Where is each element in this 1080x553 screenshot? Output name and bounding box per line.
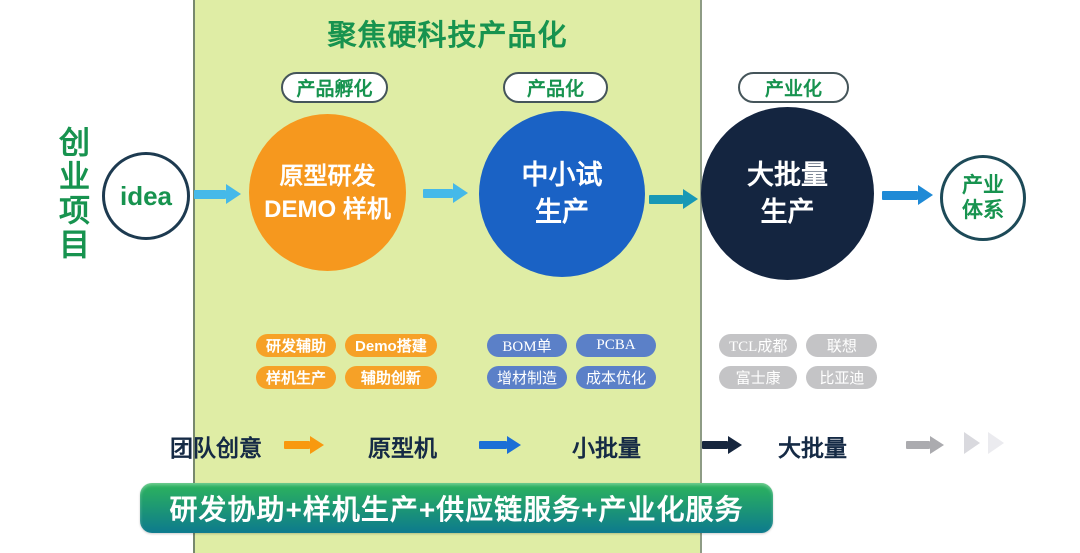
arrow-shaft [194,189,226,199]
startup-project-label: 创业项目 [54,126,89,262]
chevron-right-icon [988,432,1004,454]
arrow-shaft [882,190,918,200]
tag-group-industrialization: TCL成都 联想 富士康 比亚迪 [719,334,878,389]
arrow-shaft [906,441,930,449]
arrow-shaft [702,441,728,449]
arrow-idea-to-prototype-icon [194,184,241,204]
services-banner: 研发协助+样机生产+供应链服务+产业化服务 [140,483,773,533]
circle-prototype-development: 原型研发 DEMO 样机 [249,114,406,271]
industry-system-line: 体系 [962,199,1004,222]
flow-arrow-navy-icon [702,436,742,454]
circle-line: 生产 [760,196,815,227]
arrow-head [453,183,468,203]
stage-pill-productization: 产品化 [503,72,608,103]
focus-panel [193,0,702,553]
arrow-mass-to-industry-icon [882,185,933,205]
tag: Demo搭建 [345,334,437,357]
circle-line: 中小试 [521,160,603,190]
flow-fade-chevrons [964,432,1004,454]
arrow-head [683,189,698,209]
tag: 样机生产 [256,366,337,389]
arrow-head [728,436,742,454]
idea-circle: idea [102,152,190,240]
arrow-shaft [284,441,310,449]
tag: 比亚迪 [806,366,878,389]
tag: PCBA [576,334,657,357]
tag: 增材制造 [487,366,568,389]
tag: 辅助创新 [345,366,437,389]
industry-system-circle: 产业 体系 [940,155,1026,241]
panel-title: 聚焦硬科技产品化 [327,20,568,52]
tag: TCL成都 [719,334,798,357]
arrow-head [507,436,521,454]
stage-pill-product-incubation: 产品孵化 [281,72,388,103]
circle-line: 生产 [535,197,589,227]
arrow-shaft [649,194,683,204]
tag: 研发辅助 [256,334,337,357]
tag: 富士康 [719,366,798,389]
arrow-head [226,184,241,204]
circle-line: 原型研发 [279,162,376,190]
arrow-pilot-to-mass-icon [649,189,698,209]
tag: 联想 [806,334,878,357]
arrow-head [918,185,933,205]
circle-line: DEMO 样机 [264,195,391,223]
tag: BOM单 [487,334,568,357]
circle-mass-production: 大批量 生产 [701,107,874,280]
arrow-head [930,436,944,454]
flow-step-prototype: 原型机 [368,435,437,461]
tag-group-incubation: 研发辅助 Demo搭建 样机生产 辅助创新 [256,334,437,389]
tag: 成本优化 [576,366,657,389]
arrow-prototype-to-pilot-icon [423,183,468,203]
tag-group-productization: BOM单 PCBA 增材制造 成本优化 [487,334,657,389]
flow-arrow-blue-icon [479,436,521,454]
arrow-shaft [423,188,453,198]
circle-pilot-production: 中小试 生产 [479,111,645,277]
chevron-right-icon [964,432,980,454]
flow-step-large-batch: 大批量 [778,435,847,461]
arrow-head [310,436,324,454]
stage-pill-industrialization: 产业化 [738,72,849,103]
flow-arrow-orange-icon [284,436,324,454]
industry-system-line: 产业 [962,174,1004,197]
arrow-shaft [479,441,507,449]
flow-arrow-gray-icon [906,436,944,454]
circle-line: 大批量 [747,159,828,190]
flow-step-team-idea: 团队创意 [170,435,262,461]
flow-step-small-batch: 小批量 [572,435,641,461]
